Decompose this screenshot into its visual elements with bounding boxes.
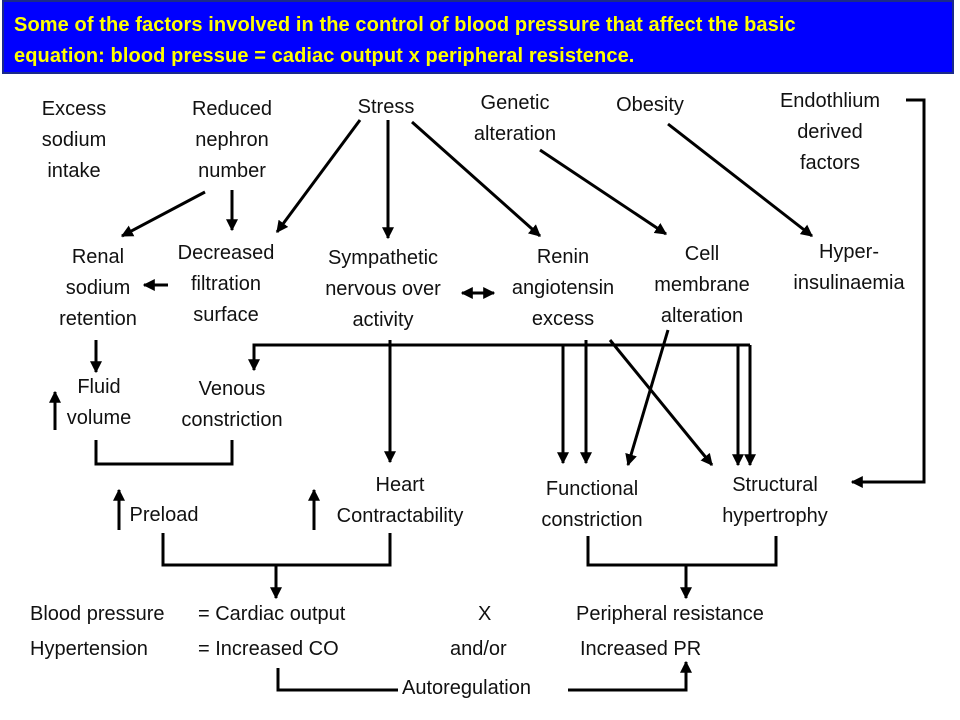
label-line: Decreased	[177, 242, 275, 264]
label-line: constriction	[181, 409, 283, 431]
increased-pr-label: Increased PR	[580, 638, 702, 660]
sympathetic-nervous-overactivity-label: Sympathetic nervous over activity	[310, 243, 456, 336]
and-or-label: and/or	[450, 638, 507, 660]
label-line: Obesity	[616, 94, 684, 116]
label-line: angiotensin	[511, 277, 615, 299]
label-line: retention	[59, 308, 137, 330]
venous-constriction-label: Venous constriction	[164, 374, 300, 436]
hypertension-label: Hypertension	[30, 638, 148, 660]
heart-contractability-label: Heart Contractability	[318, 470, 482, 532]
label-line: number	[198, 160, 266, 182]
label-line: Preload	[129, 504, 199, 526]
label-line: Renin	[536, 246, 590, 268]
arrow-autoregulation-right	[568, 660, 692, 692]
label-line: activity	[352, 309, 414, 331]
obesity-label: Obesity	[600, 90, 700, 121]
label-line: volume	[66, 407, 132, 429]
endothelium-derived-factors-label: Endothlium derived factors	[760, 86, 900, 179]
decreased-filtration-surface-label: Decreased filtration surface	[166, 238, 286, 331]
peripheral-resistance-label: Peripheral resistance	[576, 603, 764, 625]
label-line: Hyper-	[818, 241, 879, 263]
label-line: Sympathetic	[327, 247, 439, 269]
connector-preload-heart	[161, 533, 392, 567]
label-line: derived	[797, 121, 863, 143]
label-line: excess	[531, 308, 595, 330]
arrow-stress-to-renin	[411, 120, 541, 238]
renal-sodium-retention-label: Renal sodium retention	[44, 242, 152, 335]
connector-fluid-venous	[94, 440, 234, 466]
label-line: Renal	[71, 246, 125, 268]
label-line: Structural	[732, 474, 818, 496]
arrow-obesity-to-hyperinsulinaemia	[667, 122, 813, 238]
label-line: alteration	[660, 305, 744, 327]
stress-label: Stress	[336, 92, 436, 123]
fluid-volume-label: Fluid volume	[56, 372, 142, 434]
label-line: alteration	[473, 123, 557, 145]
label-line: nephron	[195, 129, 269, 151]
genetic-alteration-label: Genetic alteration	[455, 88, 575, 150]
hyperinsulinaemia-label: Hyper- insulinaemia	[776, 237, 922, 299]
label-line: intake	[47, 160, 101, 182]
label-line: nervous over	[325, 278, 441, 300]
arrow-renin-to-structural	[608, 339, 714, 466]
bp-equals-cardiac-output: = Cardiac output	[198, 603, 346, 625]
arrow-endothelium-to-structural	[850, 98, 926, 488]
title-line-1: Some of the factors involved in the cont…	[14, 14, 796, 36]
label-line: insulinaemia	[793, 272, 905, 294]
label-line: filtration	[190, 273, 262, 295]
bp-label: Blood pressure	[30, 603, 165, 625]
renin-angiotensin-excess-label: Renin angiotensin excess	[496, 242, 630, 335]
cell-membrane-alteration-label: Cell membrane alteration	[636, 239, 768, 332]
label-line: Fluid	[77, 376, 121, 398]
label-line: sodium	[41, 129, 107, 151]
label-line: hypertrophy	[722, 505, 828, 527]
label-line: Cell	[684, 243, 720, 265]
functional-constriction-label: Functional constriction	[522, 474, 662, 536]
label-line: Heart	[375, 474, 425, 496]
title-line-2: equation: blood pressue = cadiac output …	[14, 45, 635, 67]
label-line: membrane	[654, 274, 750, 296]
arrow-cell-membrane-to-functional	[625, 329, 670, 467]
label-line: factors	[799, 152, 861, 174]
times-symbol: X	[478, 603, 492, 625]
arrow-autoregulation-left	[276, 668, 398, 692]
label-line: Reduced	[191, 98, 273, 120]
arrow-nephron-to-renal-sodium	[120, 190, 206, 238]
autoregulation-label: Autoregulation	[402, 677, 531, 699]
label-line: surface	[193, 304, 259, 326]
arrow-stress-to-filtration	[275, 119, 362, 233]
preload-label: Preload	[114, 500, 214, 531]
label-line: sodium	[65, 277, 131, 299]
label-line: Functional	[545, 478, 639, 500]
label-line: Endothlium	[779, 90, 881, 112]
increased-co-label: = Increased CO	[198, 638, 339, 660]
label-line: Excess	[41, 98, 107, 120]
structural-hypertrophy-label: Structural hypertrophy	[702, 470, 848, 532]
label-line: constriction	[541, 509, 643, 531]
label-line: Genetic	[480, 92, 550, 114]
label-line: Contractability	[336, 505, 464, 527]
excess-sodium-intake-label: Excess sodium intake	[24, 94, 124, 187]
label-line: Venous	[198, 378, 266, 400]
title-banner: Some of the factors involved in the cont…	[2, 0, 954, 74]
bus-line-to-venous	[248, 343, 750, 372]
arrow-genetic-to-cell-membrane	[539, 148, 667, 236]
label-line: Stress	[357, 96, 415, 118]
reduced-nephron-number-label: Reduced nephron number	[176, 94, 288, 187]
connector-functional-structural	[586, 536, 778, 567]
